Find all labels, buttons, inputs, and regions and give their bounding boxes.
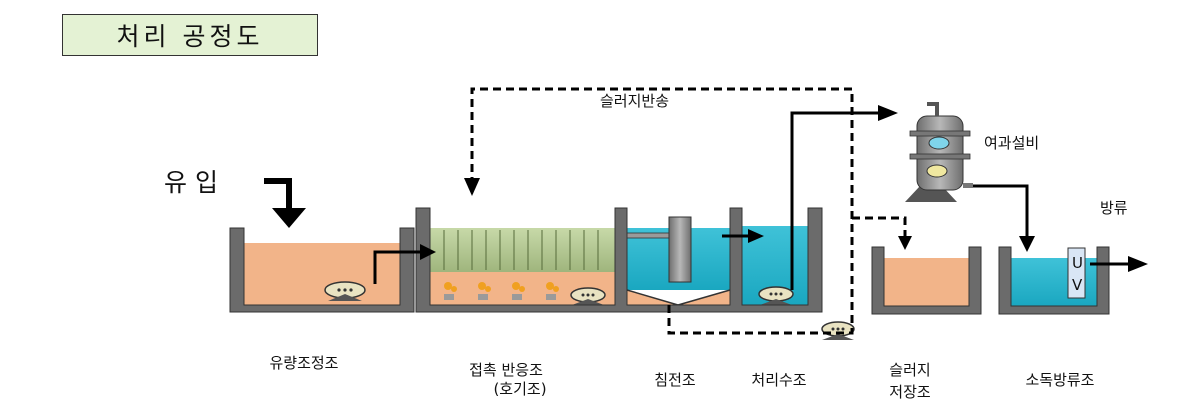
- pump-icon: [570, 287, 606, 305]
- inflow-label: 유 입: [164, 168, 218, 197]
- uv-label-u: U: [1072, 254, 1083, 272]
- tank-label-sludge-storage-sub: 저장조: [889, 383, 931, 401]
- sludge-storage-tank: [871, 246, 982, 315]
- main-tank-frame: [415, 207, 823, 313]
- sludge-return-arrowhead: [464, 178, 480, 196]
- sludge-return-line: [470, 87, 907, 335]
- sludge-storage-arrowhead: [898, 236, 912, 250]
- uv-lamp: [1067, 247, 1086, 299]
- inflow-arrow: [264, 178, 306, 228]
- page-title: 처리 공정도: [62, 14, 318, 56]
- tank-label-reaction: 접촉 반응조: [469, 361, 543, 379]
- transfer-line-2: [722, 229, 764, 243]
- tank-label-flow-equalization: 유량조정조: [269, 354, 338, 372]
- pump-icon: [758, 286, 794, 305]
- discharge-arrow: [1090, 256, 1148, 272]
- pump-icon: [324, 281, 366, 301]
- disinfection-tank: [998, 246, 1110, 315]
- contact-media: [443, 230, 599, 270]
- filter-label: 여과설비: [984, 134, 1039, 152]
- filter-unit-icon: [905, 102, 973, 202]
- tank-label-sludge-storage: 슬러지: [889, 361, 930, 379]
- discharge-label: 방류: [1100, 199, 1128, 217]
- tank-label-treated-water: 처리수조: [751, 371, 806, 389]
- tank-label-settling: 침전조: [654, 371, 696, 389]
- settling-tank: [626, 216, 731, 306]
- sludge-return-label: 슬러지반송: [600, 92, 669, 110]
- uv-label-v: V: [1072, 276, 1083, 294]
- pump-icon: [821, 321, 855, 340]
- diffuser-icons: [444, 282, 559, 300]
- filter-outflow-line: [973, 184, 1035, 252]
- tank-label-reaction-sub: (호기조): [493, 380, 546, 398]
- flow-equalization-tank: [229, 227, 415, 313]
- tank-label-disinfection: 소독방류조: [1025, 371, 1094, 389]
- transfer-line-1: [373, 244, 436, 284]
